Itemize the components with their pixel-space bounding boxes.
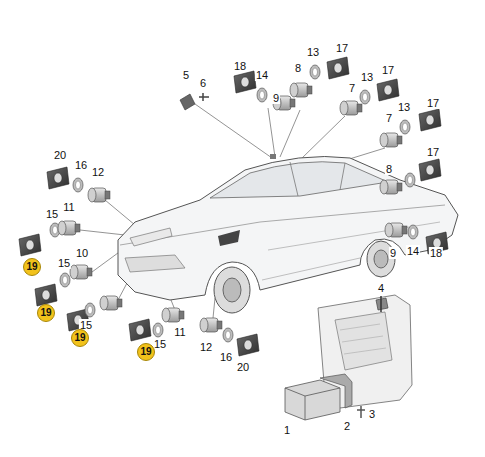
callout-number: 13	[397, 101, 411, 113]
callout-number: 17	[381, 64, 395, 76]
park-sensor	[58, 221, 80, 235]
callout-number: 12	[199, 341, 213, 353]
callout-number: 17	[426, 97, 440, 109]
callout-number: 14	[406, 245, 420, 257]
car-body	[118, 154, 458, 313]
seal-ring	[153, 323, 163, 337]
seal-ring	[60, 273, 70, 287]
sensor-bracket	[35, 284, 57, 306]
callout-number: 19	[74, 333, 85, 343]
park-sensor	[100, 296, 122, 310]
park-sensor	[340, 101, 362, 115]
sensor-bracket	[234, 71, 256, 93]
park-sensor	[88, 188, 110, 202]
control-unit-group	[285, 295, 412, 420]
highlight-callout: 19	[71, 329, 89, 347]
highlight-callout: 19	[23, 258, 41, 276]
callout-number: 10	[75, 247, 89, 259]
callout-number: 9	[272, 92, 280, 104]
callout-number: 18	[233, 60, 247, 72]
callout-number: 11	[62, 201, 75, 213]
seal-ring	[73, 178, 83, 192]
highlight-callout: 19	[137, 343, 155, 361]
seal-ring	[257, 88, 267, 102]
callout-number: 15	[153, 338, 167, 350]
callout-number: 19	[140, 347, 151, 357]
seal-ring	[360, 90, 370, 104]
callout-number: 2	[343, 420, 351, 432]
callout-number: 5	[182, 69, 190, 81]
callout-number: 15	[45, 208, 59, 220]
callout-number: 19	[26, 262, 37, 272]
sensor-bracket	[237, 334, 259, 356]
callout-number: 12	[91, 166, 105, 178]
callout-number: 9	[389, 247, 397, 259]
park-sensor	[70, 265, 92, 279]
seal-ring	[223, 328, 233, 342]
callout-number: 20	[236, 361, 250, 373]
callout-number: 14	[255, 69, 269, 81]
callout-number: 15	[57, 257, 71, 269]
callout-number: 16	[74, 159, 88, 171]
callout-number: 17	[426, 146, 440, 158]
callout-number: 17	[335, 42, 349, 54]
callout-number: 1	[283, 424, 291, 436]
park-sensor	[290, 83, 312, 97]
sensor-bracket	[419, 109, 441, 131]
callout-number: 18	[429, 247, 443, 259]
park-sensor	[385, 223, 407, 237]
park-sensor	[162, 308, 184, 322]
wiring-part	[180, 93, 209, 110]
callout-number: 13	[306, 46, 320, 58]
callout-number: 19	[40, 308, 51, 318]
callout-number: 7	[385, 112, 393, 124]
seal-ring	[408, 225, 418, 239]
park-sensor	[380, 180, 402, 194]
sensor-bracket	[47, 167, 69, 189]
seal-ring	[310, 65, 320, 79]
sensor-parts	[19, 57, 448, 356]
callout-number: 4	[377, 282, 385, 294]
callout-number: 8	[294, 62, 302, 74]
callout-number: 20	[53, 149, 67, 161]
sensor-bracket	[129, 319, 151, 341]
callout-number: 11	[173, 326, 186, 338]
callout-number: 6	[199, 77, 207, 89]
seal-ring	[400, 120, 410, 134]
sensor-bracket	[19, 234, 41, 256]
sensor-bracket	[419, 159, 441, 181]
callout-number: 8	[385, 163, 393, 175]
callout-number: 3	[368, 408, 376, 420]
callout-number: 7	[348, 82, 356, 94]
seal-ring	[85, 303, 95, 317]
park-sensor	[380, 133, 402, 147]
highlight-callout: 19	[37, 304, 55, 322]
sensor-bracket	[377, 79, 399, 101]
callout-number: 13	[360, 71, 374, 83]
park-sensor	[200, 318, 222, 332]
callout-number: 16	[219, 351, 233, 363]
sensor-bracket	[327, 57, 349, 79]
seal-ring	[405, 173, 415, 187]
